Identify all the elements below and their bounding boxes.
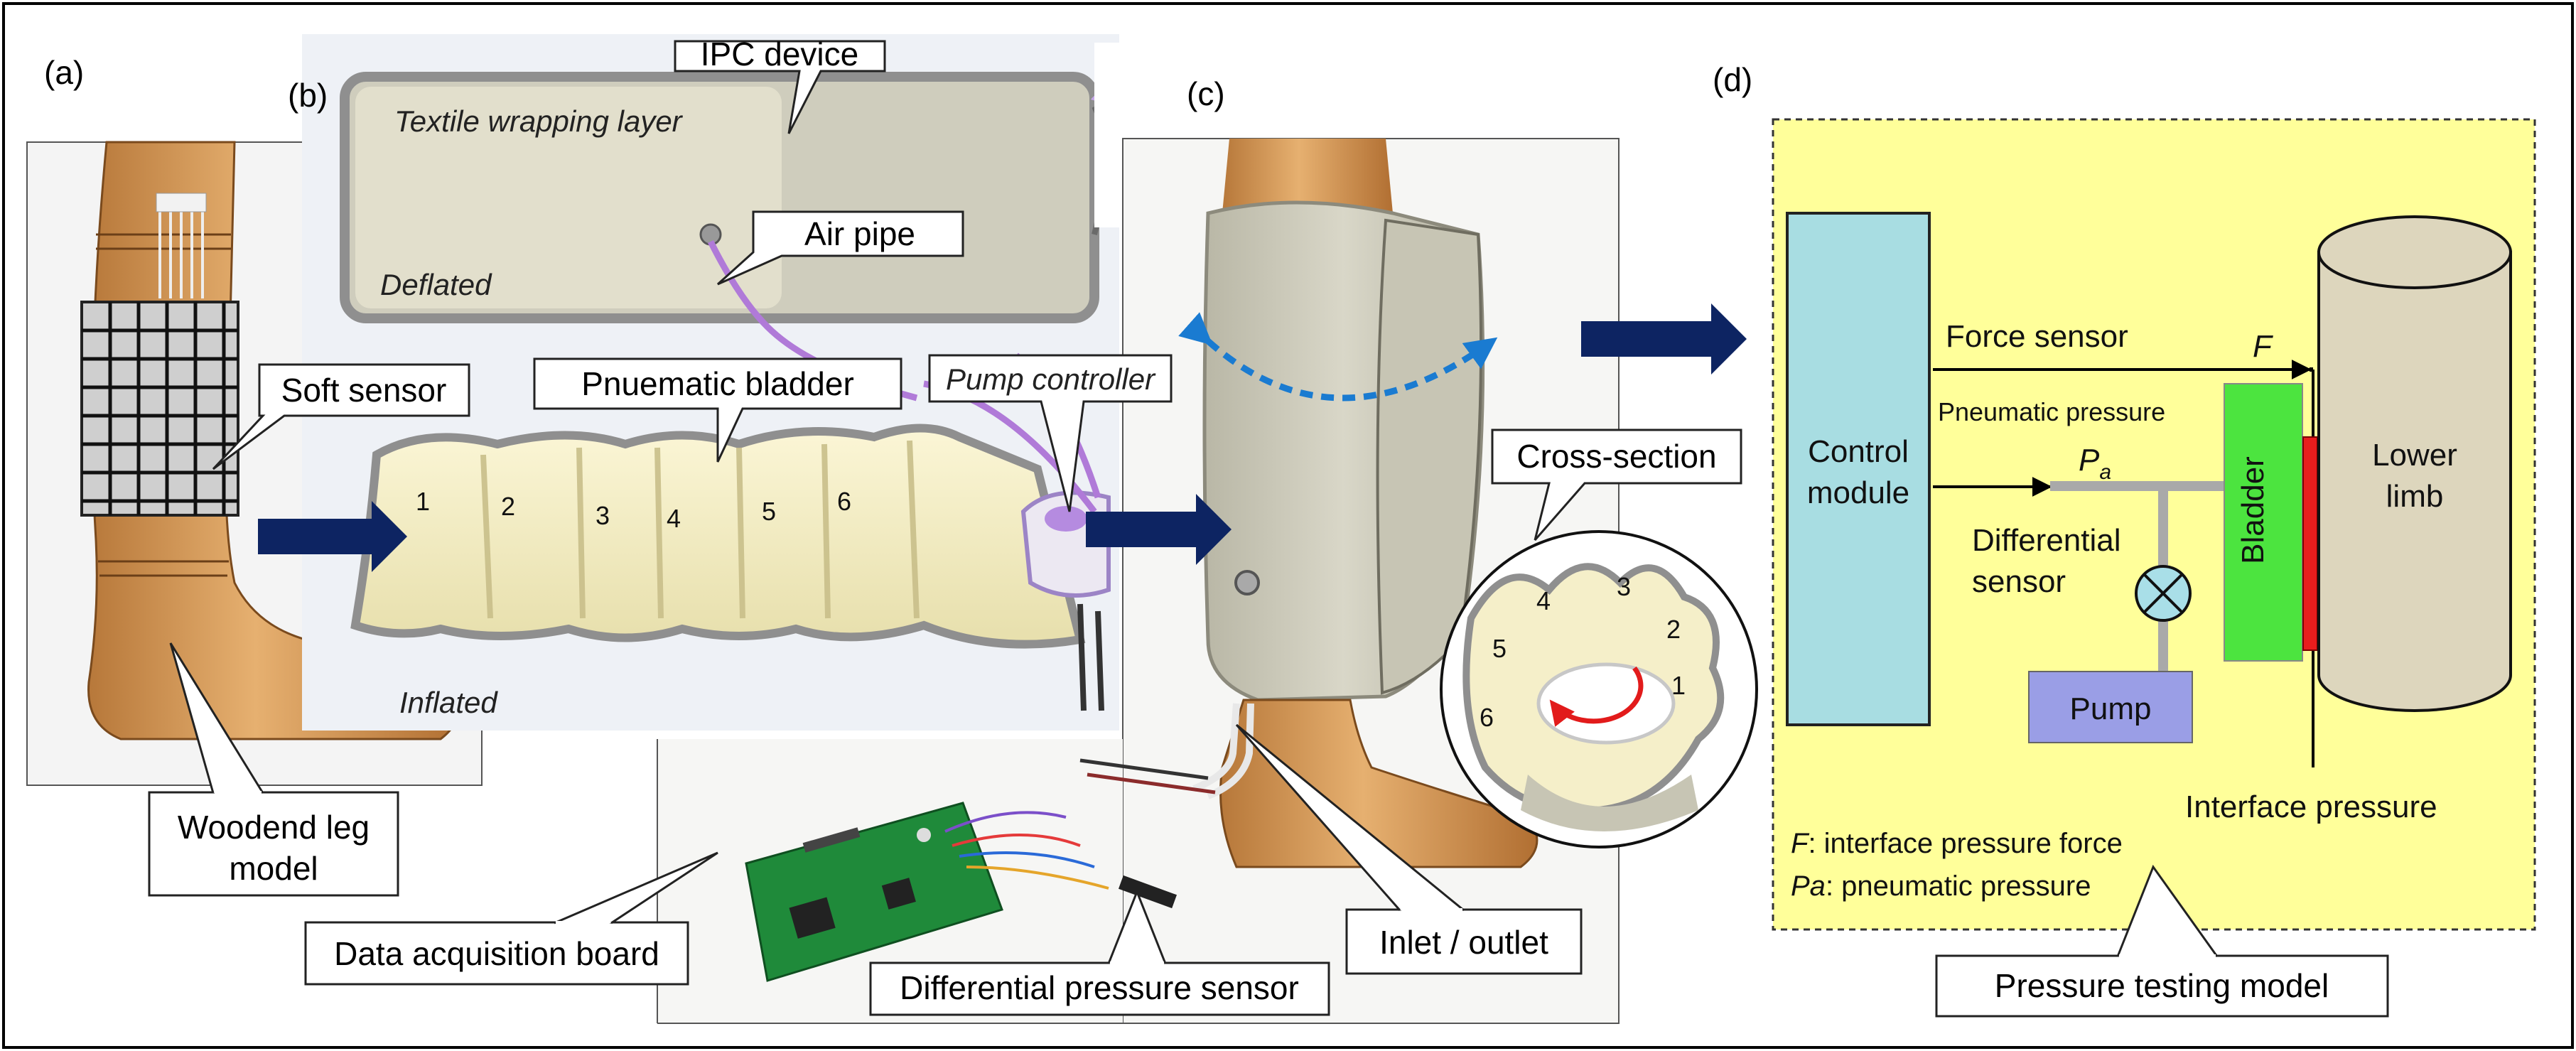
inflated-label: Inflated	[399, 686, 498, 719]
callout-soft-sensor-text: Soft sensor	[281, 372, 447, 409]
pump-label: Pump	[2070, 691, 2152, 726]
chamber-number-3: 3	[596, 501, 610, 530]
callout-pump-controller: Pump controller	[928, 354, 1173, 512]
callout-soft-sensor: Soft sensor	[212, 363, 470, 470]
pressure-testing-model: Control module Force sensor F Pneumatic …	[1772, 118, 2536, 931]
callout-pressure-testing-model: Pressure testing model	[1935, 864, 2389, 1018]
lower-limb-label-line2: limb	[2386, 479, 2444, 514]
pa-symbol-p: P	[2079, 443, 2100, 478]
control-module-label-line1: Control	[1808, 434, 1909, 469]
differential-sensor-label-line2: sensor	[1972, 564, 2066, 599]
callout-data-acquisition-board-text: Data acquisition board	[334, 935, 659, 972]
callout-differential-pressure-sensor-text: Differential pressure sensor	[900, 969, 1299, 1006]
force-symbol: F	[2253, 329, 2273, 364]
data-acquisition-board-photo	[745, 758, 1216, 982]
chamber-number-5: 5	[762, 497, 776, 526]
pressure-pipe-horizontal	[2050, 481, 2224, 491]
section-number-5: 5	[1492, 634, 1507, 663]
callout-air-pipe: Air pipe	[716, 210, 964, 286]
legend-pneumatic: Pa: pneumatic pressure	[1791, 871, 2091, 902]
callout-inlet-outlet-text: Inlet / outlet	[1379, 924, 1548, 961]
differential-sensor-icon	[2135, 565, 2192, 622]
force-sensor-label: Force sensor	[1946, 319, 2128, 354]
interface-pressure-bar	[2302, 436, 2318, 651]
pa-symbol: Pa	[2079, 443, 2111, 484]
control-module-box	[1786, 212, 1931, 726]
section-number-1: 1	[1671, 671, 1686, 700]
chamber-number-4: 4	[667, 504, 681, 533]
callout-cross-section-text: Cross-section	[1516, 438, 1716, 475]
panel-label-b: (b)	[288, 77, 328, 114]
chamber-number-1: 1	[416, 487, 430, 516]
section-number-3: 3	[1617, 572, 1631, 601]
callout-data-acquisition-board: Data acquisition board	[304, 851, 718, 986]
lower-limb-label-line1: Lower	[2372, 438, 2457, 473]
deflated-label: Deflated	[380, 268, 492, 301]
bladder-chamber-numbers: 1 2 3 4 5 6	[416, 487, 851, 533]
arrow-b-to-c	[1086, 494, 1232, 565]
legend-force: F: interface pressure force	[1791, 828, 2123, 859]
differential-sensor-label-line1: Differential	[1972, 523, 2121, 558]
callout-ipc-device: IPC device	[674, 36, 886, 134]
callout-ipc-device-text: IPC device	[701, 36, 858, 72]
chamber-number-6: 6	[837, 487, 851, 516]
section-number-6: 6	[1480, 703, 1494, 732]
callout-wooden-leg-text-line2: model	[229, 850, 318, 887]
section-number-4: 4	[1536, 586, 1551, 615]
pa-symbol-sub: a	[2099, 460, 2111, 484]
cross-section-view: 1 2 3 4 5 6	[1440, 530, 1758, 848]
panel-label-a: (a)	[44, 54, 84, 91]
pneumatic-pressure-label: Pneumatic pressure	[1938, 397, 2165, 426]
callout-cross-section: Cross-section	[1491, 429, 1742, 541]
callout-pneumatic-bladder: Pnuematic bladder	[533, 357, 902, 463]
callout-wooden-leg-text-line1: Woodend leg	[178, 809, 370, 846]
textile-wrapping-layer-label: Textile wrapping layer	[394, 104, 684, 138]
callout-pressure-testing-model-text: Pressure testing model	[1995, 967, 2329, 1004]
callout-air-pipe-text: Air pipe	[804, 215, 915, 252]
pump-box	[2028, 671, 2193, 743]
arrow-a-to-b	[258, 501, 407, 572]
control-module-label-line2: module	[1807, 475, 1909, 510]
lower-limb-cylinder	[2317, 215, 2512, 712]
legend-pneumatic-text: : pneumatic pressure	[1826, 871, 2091, 902]
panel-label-d: (d)	[1713, 61, 1752, 98]
legend-force-text: : interface pressure force	[1808, 828, 2122, 859]
callout-inlet-outlet: Inlet / outlet	[1235, 723, 1583, 975]
bladder-box	[2224, 383, 2303, 662]
callout-pump-controller-text: Pump controller	[946, 362, 1156, 396]
bladder-label: Bladder	[2236, 456, 2270, 564]
callout-pneumatic-bladder-text: Pnuematic bladder	[581, 365, 854, 402]
legend-force-symbol: F	[1791, 828, 1810, 859]
legend-pneumatic-symbol: Pa	[1791, 871, 1826, 902]
chamber-number-2: 2	[501, 492, 515, 521]
interface-pressure-label: Interface pressure	[2185, 789, 2437, 824]
arrow-c-to-d	[1581, 303, 1747, 374]
callout-differential-pressure-sensor: Differential pressure sensor	[869, 888, 1330, 1016]
flow-arrows	[258, 303, 1747, 572]
panel-label-c: (c)	[1187, 75, 1225, 112]
callout-wooden-leg-model: Woodend leg model	[148, 642, 399, 897]
soft-sensor-grid	[80, 301, 239, 517]
section-number-2: 2	[1666, 615, 1681, 644]
